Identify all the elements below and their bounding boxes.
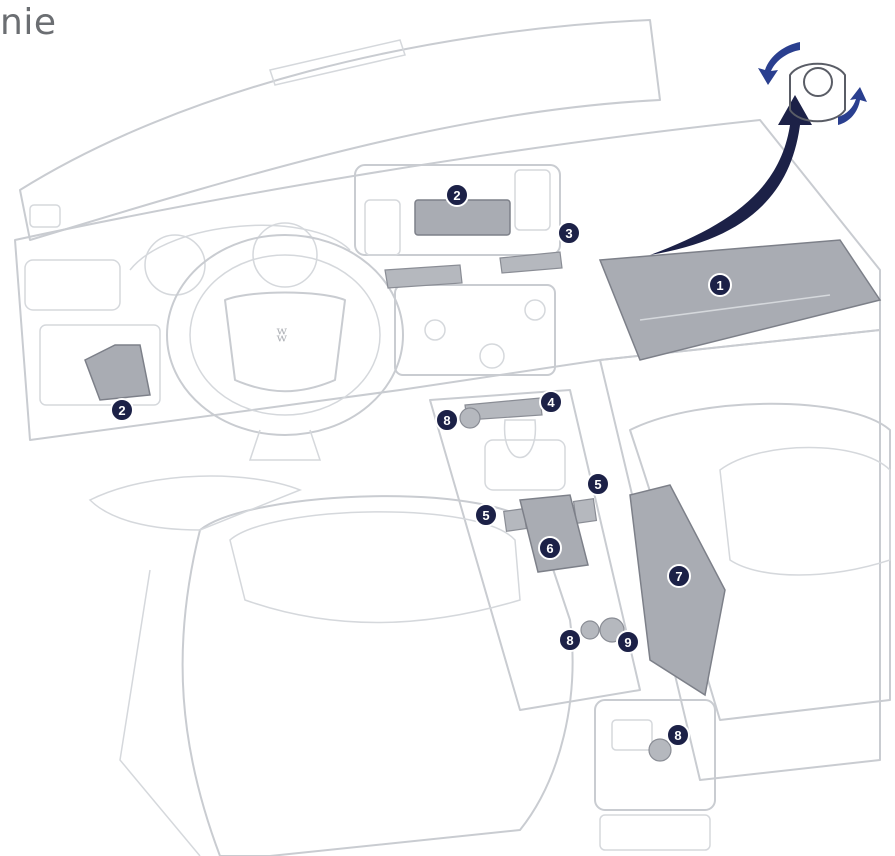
callout-1: 1 (708, 273, 732, 297)
callout-8a: 8 (435, 408, 459, 432)
gauge-right (252, 222, 318, 288)
callout-3: 3 (557, 221, 581, 245)
callout-8b-label: 8 (566, 633, 573, 648)
center-display-frame (354, 164, 561, 256)
glove-box (598, 239, 882, 361)
callout-2b: 2 (110, 398, 134, 422)
gauge-left (144, 234, 206, 296)
instrument-cluster (129, 224, 351, 271)
callout-5b: 5 (586, 472, 610, 496)
socket-front (459, 407, 481, 429)
callout-1-label: 1 (716, 278, 723, 293)
left-door-storage (84, 344, 151, 401)
rearview-mirror (269, 39, 406, 86)
rotate-arrow-down-icon (838, 87, 867, 125)
radio-panel (394, 284, 556, 376)
callout-4-label: 4 (547, 395, 555, 410)
ventilation-knob-face (803, 67, 833, 97)
callout-5b-label: 5 (594, 477, 601, 492)
callout-2a: 2 (445, 183, 469, 207)
center-vent-left (364, 199, 401, 256)
callout-5a: 5 (474, 503, 498, 527)
radio-knob-right (524, 299, 546, 321)
callout-6: 6 (538, 536, 562, 560)
left-switch-panel (39, 324, 161, 406)
center-vent-right (514, 169, 551, 231)
rear-vent (611, 719, 653, 751)
left-small-vent (29, 204, 61, 228)
callout-9-label: 9 (624, 635, 631, 650)
brand-logo: ʬ (276, 322, 288, 346)
callout-8c: 8 (666, 723, 690, 747)
socket-middle (580, 620, 600, 640)
steering-wheel-hub (224, 291, 346, 393)
rear-floor (599, 814, 711, 851)
callout-9: 9 (616, 630, 640, 654)
page-title: nie (0, 2, 57, 43)
center-console-tray (519, 494, 589, 573)
callout-8a-label: 8 (443, 413, 450, 428)
armrest-storage (629, 484, 726, 697)
windshield-outline (19, 19, 661, 241)
left-air-vent (24, 259, 121, 311)
ventilation-knob (789, 62, 846, 123)
rear-console (594, 699, 716, 811)
passenger-headrest (719, 446, 891, 576)
steering-wheel-inner (189, 254, 381, 416)
callout-2b-label: 2 (118, 403, 125, 418)
callout-4: 4 (539, 390, 563, 414)
glove-box-vent-arrow (650, 95, 812, 255)
driver-seat-cushion (88, 475, 303, 531)
callout-7-label: 7 (675, 569, 682, 584)
driver-seat-back (181, 495, 574, 856)
gear-boot (484, 439, 566, 491)
callout-6-label: 6 (546, 541, 553, 556)
gear-lever (503, 419, 537, 459)
center-vent-storage-left (384, 264, 463, 289)
callout-2a-label: 2 (453, 188, 460, 203)
glove-box-lid-line (639, 294, 831, 321)
driver-headrest (229, 511, 521, 624)
callout-3-label: 3 (565, 226, 572, 241)
center-tunnel (429, 389, 641, 711)
socket-rear (648, 738, 672, 762)
center-vent-storage-right (499, 251, 563, 274)
rotate-arrow-up-icon (758, 42, 800, 85)
callout-5a-label: 5 (482, 508, 489, 523)
dashboard-outline (14, 119, 881, 441)
radio-knob-center (479, 343, 505, 369)
steering-column (248, 429, 322, 461)
driver-seat-side (119, 569, 201, 856)
steering-wheel-rim (166, 234, 404, 436)
callout-8c-label: 8 (674, 728, 681, 743)
callout-8b: 8 (558, 628, 582, 652)
radio-knob-left (424, 319, 446, 341)
callout-7: 7 (667, 564, 691, 588)
